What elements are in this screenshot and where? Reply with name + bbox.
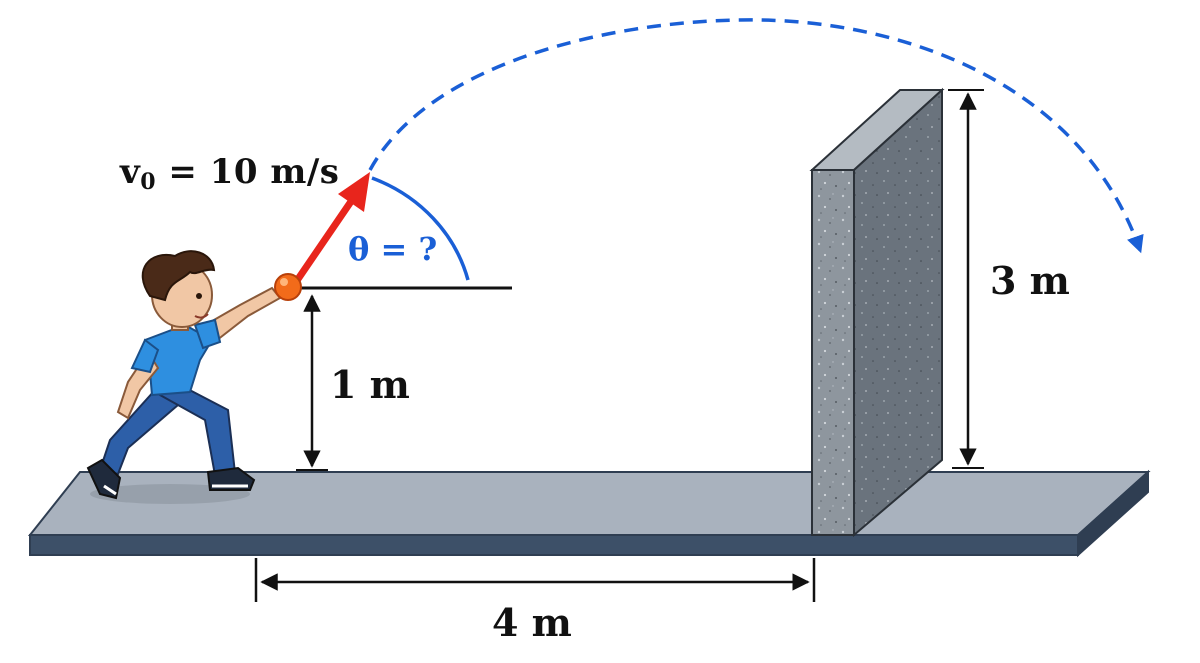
launch-height-label: 1 m xyxy=(330,362,410,407)
angle-arc xyxy=(371,176,470,281)
wall-height-label: 3 m xyxy=(990,258,1070,303)
wall-distance-label: 4 m xyxy=(492,600,572,645)
wall xyxy=(809,87,945,538)
velocity-arrow xyxy=(292,172,370,286)
initial-velocity-label: v0 = 10 m/s xyxy=(120,152,340,195)
boy-figure xyxy=(86,250,282,504)
ground-slab xyxy=(27,469,1151,558)
trajectory-path xyxy=(368,18,1144,254)
angle-label: θ = ? xyxy=(348,230,438,268)
ball xyxy=(274,273,302,301)
